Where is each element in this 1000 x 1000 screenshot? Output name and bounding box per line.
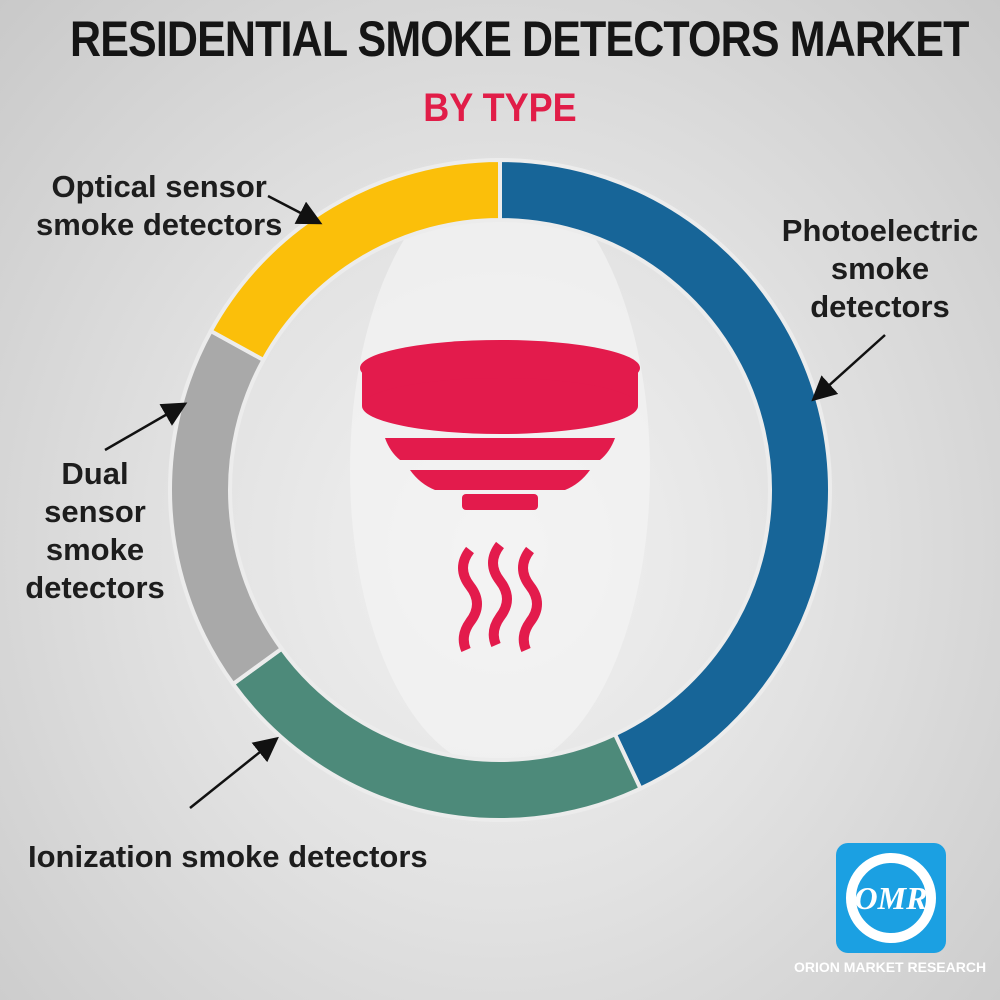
donut-slice-photoelectric-smoke-detectors (498, 157, 832, 792)
arrow-dual (104, 402, 188, 452)
label-photoelectric: Photoelectric smoke detectors (770, 212, 990, 326)
arrow-ionization (189, 736, 279, 809)
arrow-optical (267, 194, 323, 225)
page-subtitle: BY TYPE (423, 86, 577, 130)
label-line: smoke detectors (36, 207, 283, 242)
logo-mark: OMR (854, 880, 928, 916)
label-line: detectors (25, 570, 165, 605)
label-line: Optical sensor (51, 169, 267, 204)
label-line: sensor (44, 494, 146, 529)
logo-name: ORION MARKET RESEARCH (793, 959, 987, 975)
label-line: Dual (61, 456, 129, 491)
label-ionization: Ionization smoke detectors (28, 838, 428, 876)
label-dual: Dual sensor smoke detectors (10, 455, 180, 607)
donut-slice-optical-sensor-smoke-detectors (208, 157, 502, 363)
omr-logo: OMR (836, 843, 946, 953)
arrow-photoelectric (811, 334, 886, 402)
label-line: Photoelectric (781, 213, 979, 248)
page-title: RESIDENTIAL SMOKE DETECTORS MARKET (70, 11, 969, 67)
donut-slice-dual-sensor-smoke-detectors (168, 328, 285, 687)
smoke-detector-icon (360, 340, 640, 652)
label-line: detectors (810, 289, 950, 324)
logo-ring-icon (846, 853, 936, 943)
label-optical: Optical sensor smoke detectors (36, 168, 282, 244)
label-line: Ionization smoke detectors (28, 839, 428, 874)
label-line: smoke (830, 251, 930, 286)
label-line: smoke (45, 532, 145, 567)
